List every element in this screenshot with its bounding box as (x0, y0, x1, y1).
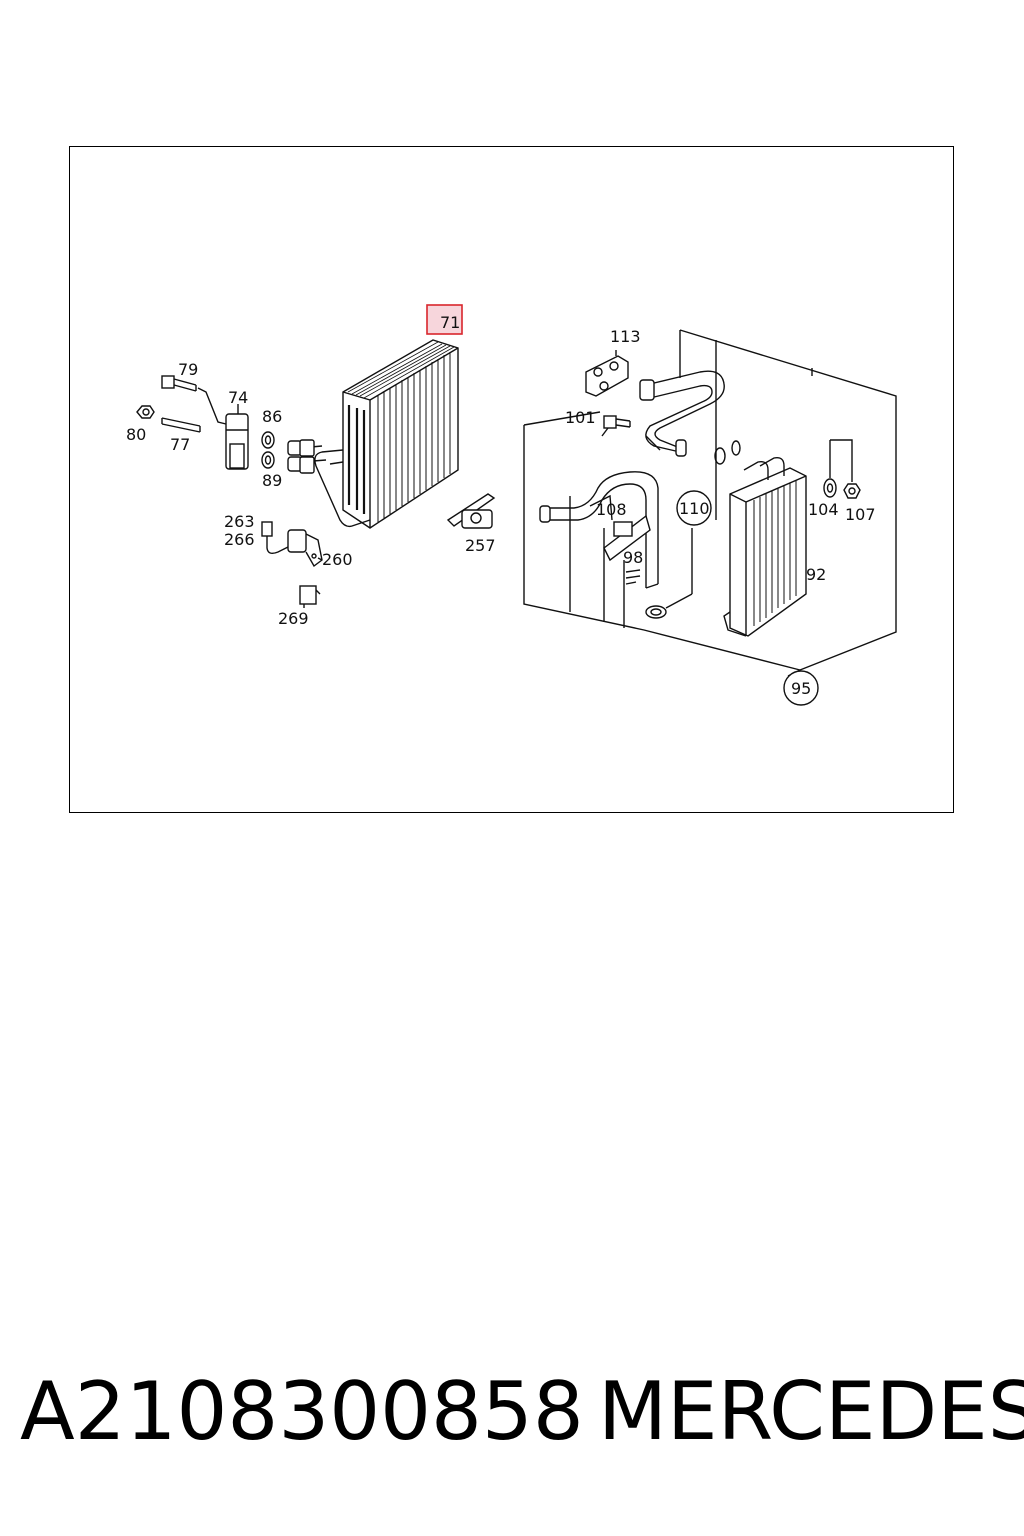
callout-92[interactable]: 92 (806, 565, 826, 584)
pipe-bracket-113-illustration (585, 350, 629, 397)
stud-77-illustration (161, 417, 201, 433)
part-number: A2108300858 (20, 1365, 584, 1458)
holder-98-illustration (603, 514, 651, 585)
callout-86[interactable]: 86 (262, 407, 282, 426)
callout-266[interactable]: 266 (224, 530, 255, 549)
nut-80-illustration (136, 405, 155, 419)
seal-ring-89-illustration (261, 451, 275, 469)
callout-98[interactable]: 98 (623, 548, 643, 567)
brand-name: MERCEDES (598, 1365, 1024, 1458)
evaporator-core-illustration (287, 339, 459, 529)
pipe-113-illustration (639, 370, 741, 465)
callout-260[interactable]: 260 (322, 550, 353, 569)
callout-269[interactable]: 269 (278, 609, 309, 628)
callout-108[interactable]: 108 (596, 500, 627, 519)
o-ring-illustration (645, 528, 693, 619)
seal-ring-86-illustration (261, 431, 275, 449)
callout-80[interactable]: 80 (126, 425, 146, 444)
temperature-sensor-illustration (261, 521, 323, 568)
callout-77[interactable]: 77 (170, 435, 190, 454)
callout-257[interactable]: 257 (465, 536, 496, 555)
bracket-257-illustration (446, 493, 496, 529)
heater-core-illustration (723, 456, 807, 637)
callout-104[interactable]: 104 (808, 500, 839, 519)
callout-74[interactable]: 74 (228, 388, 248, 407)
diagram-frame (69, 146, 954, 813)
nut-107-illustration (830, 439, 861, 499)
clip-269-illustration (299, 585, 321, 608)
callout-71[interactable]: 71 (440, 313, 460, 332)
screw-101-illustration (601, 415, 631, 437)
callout-circle-95 (783, 670, 819, 706)
pipe-108-illustration (539, 471, 659, 589)
callout-79[interactable]: 79 (178, 360, 198, 379)
expansion-valve-illustration (225, 404, 249, 470)
callout-101[interactable]: 101 (565, 408, 596, 427)
callout-107[interactable]: 107 (845, 505, 876, 524)
callout-113[interactable]: 113 (610, 327, 641, 346)
callout-circle-110 (676, 490, 712, 526)
callout-89[interactable]: 89 (262, 471, 282, 490)
highlight-box-71 (426, 304, 463, 335)
callout-95[interactable]: 95 (791, 679, 811, 698)
callout-263[interactable]: 263 (224, 512, 255, 531)
bolt-79-illustration (161, 375, 227, 425)
washer-104-illustration (823, 440, 837, 498)
callout-110[interactable]: 110 (679, 499, 710, 518)
